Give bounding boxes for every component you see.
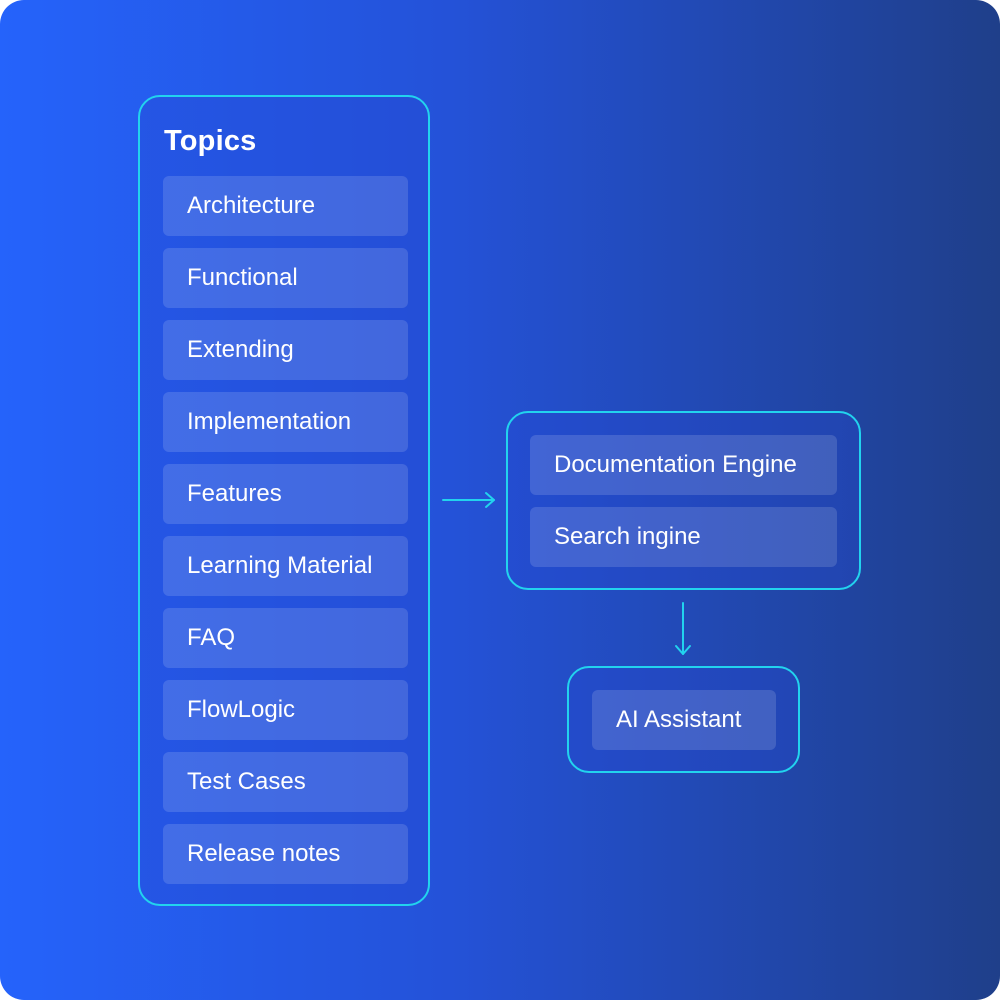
topic-item-faq: FAQ [163,608,408,668]
topic-item-functional: Functional [163,248,408,308]
topic-item-learning-material: Learning Material [163,536,408,596]
topic-item-test-cases: Test Cases [163,752,408,812]
topics-list: Architecture Functional Extending Implem… [163,176,408,896]
ai-assistant-item: AI Assistant [592,690,776,750]
topic-item-extending: Extending [163,320,408,380]
topic-item-architecture: Architecture [163,176,408,236]
search-engine-item: Search ingine [530,507,837,567]
topic-item-features: Features [163,464,408,524]
engines-list: Documentation Engine Search ingine [530,435,837,579]
arrow-right-icon [442,492,495,508]
topics-title: Topics [164,125,257,157]
topic-item-flowlogic: FlowLogic [163,680,408,740]
arrow-down-icon [675,602,691,655]
engines-panel: Documentation Engine Search ingine [506,411,861,590]
topics-panel: Topics Architecture Functional Extending… [138,95,430,906]
assistant-panel: AI Assistant [567,666,800,773]
topic-item-implementation: Implementation [163,392,408,452]
topic-item-release-notes: Release notes [163,824,408,884]
documentation-engine-item: Documentation Engine [530,435,837,495]
